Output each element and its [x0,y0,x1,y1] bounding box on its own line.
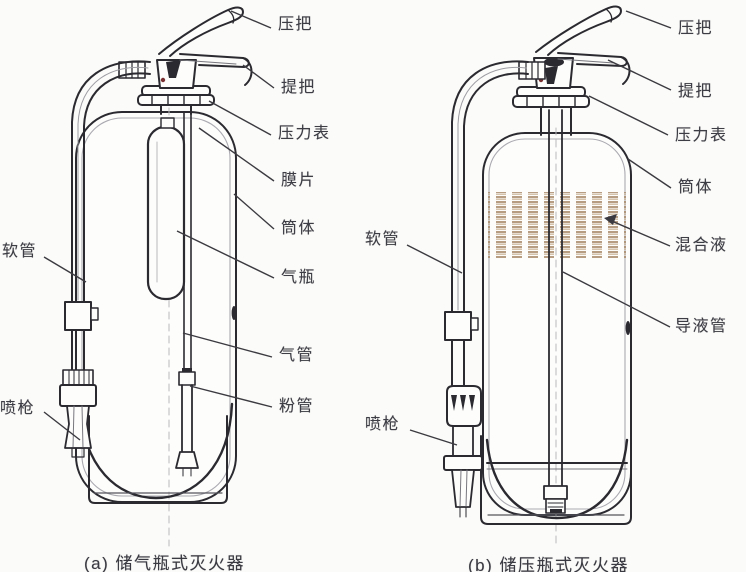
caption-b: (b) 储压瓶式灭火器 [468,556,629,572]
right-extinguisher-drawing [443,5,632,545]
label-pressure-gauge-right: 压力表 [675,127,728,144]
leader-lines-left [43,10,275,441]
label-press-handle-left: 压把 [278,16,314,33]
label-spray-gun-left: 喷枪 [0,400,36,417]
label-mixed-liquid-right: 混合液 [675,237,728,254]
label-hose-right: 软管 [365,231,401,248]
label-cylinder-body-right: 筒体 [678,179,714,196]
caption-a: (a) 储气瓶式灭火器 [84,554,245,572]
label-pressure-gauge-left: 压力表 [278,125,331,142]
label-liquid-tube-right: 导液管 [675,318,728,335]
leader-lines-right [406,10,672,446]
label-press-handle-right: 压把 [678,20,714,37]
label-carry-handle-right: 提把 [678,83,714,100]
label-diaphragm-left: 膜片 [281,172,317,189]
label-gas-cylinder-left: 气瓶 [281,269,317,286]
label-powder-tube-left: 粉管 [279,398,315,415]
label-gas-tube-left: 气管 [279,347,315,364]
mixed-liquid-band [488,192,626,258]
label-hose-left: 软管 [2,243,38,260]
left-extinguisher-drawing [59,6,253,547]
label-carry-handle-left: 提把 [281,79,317,96]
label-cylinder-body-left: 筒体 [281,220,317,237]
label-spray-gun-right: 喷枪 [365,416,401,433]
